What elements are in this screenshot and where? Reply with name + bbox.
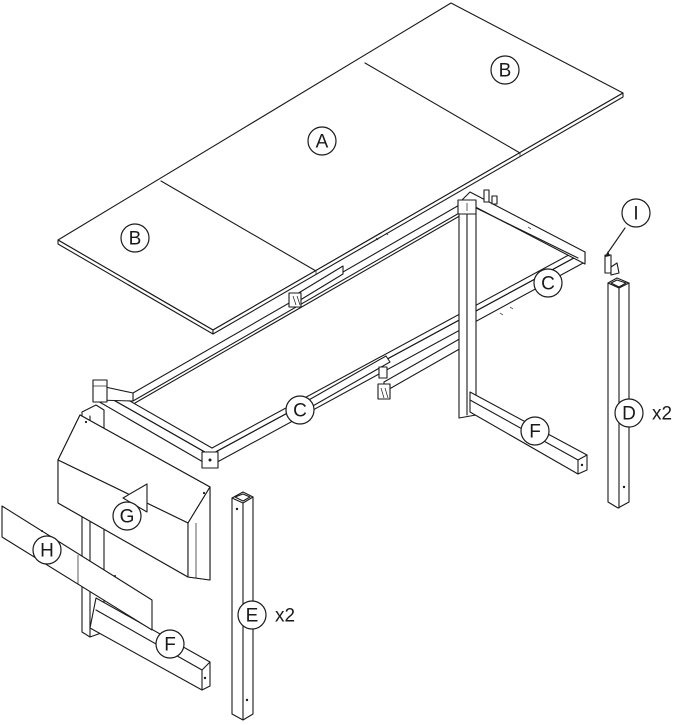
rail-connectors <box>288 265 471 412</box>
callout-d-label: D <box>622 404 636 425</box>
tabletop <box>57 2 624 335</box>
callout-f-right-label: F <box>529 422 541 443</box>
seam-left <box>160 180 317 272</box>
tabletop-edge-right <box>212 92 624 335</box>
callout-f-right: F <box>520 416 550 446</box>
callout-c-right: C <box>533 268 563 298</box>
callout-e: E x2 <box>237 600 295 630</box>
callout-i: I <box>621 198 651 228</box>
callout-f-left-label: F <box>164 635 176 656</box>
callout-c-front-label: C <box>293 401 307 422</box>
callout-h: H <box>32 535 62 565</box>
callout-c-front: C <box>285 395 315 425</box>
callout-b-left-label: B <box>129 229 142 250</box>
callout-f-left: F <box>155 629 185 659</box>
callout-a: A <box>307 126 337 156</box>
callout-g-label: G <box>120 507 135 528</box>
panel-h <box>1 505 153 631</box>
callout-b-left: B <box>120 223 150 253</box>
callout-a-label: A <box>316 132 329 153</box>
callout-e-label: E <box>246 606 259 627</box>
callout-d-quantity: x2 <box>652 404 672 425</box>
bracket-i <box>604 227 626 276</box>
callout-e-quantity: x2 <box>275 606 295 627</box>
callout-b-right-label: B <box>499 61 512 82</box>
callout-i-label: I <box>633 204 638 225</box>
callout-g: G <box>112 501 142 531</box>
callout-d: D x2 <box>614 398 672 428</box>
callout-b-right: B <box>490 55 520 85</box>
seam-right <box>364 62 521 154</box>
callout-c-right-label: C <box>541 274 555 295</box>
leg-d <box>607 277 630 509</box>
foot-rail-left <box>89 597 211 691</box>
callout-h-label: H <box>40 541 54 562</box>
